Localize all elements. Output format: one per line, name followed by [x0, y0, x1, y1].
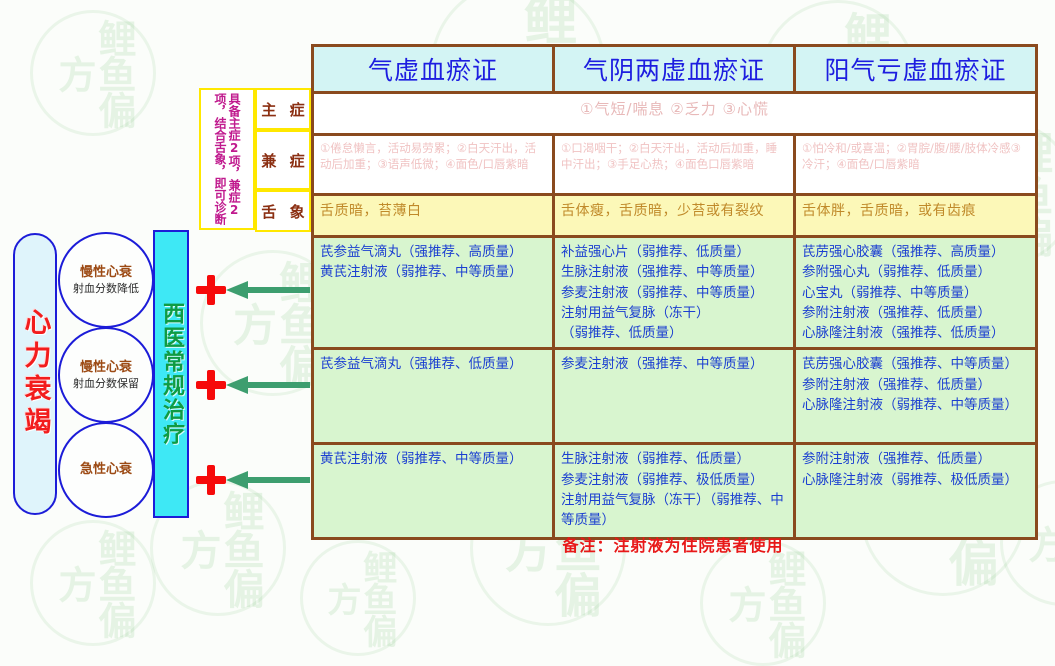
treatment-cell-r1c1: 芪参益气滴丸（强推荐、高质量） 黄芪注射液（弱推荐、中等质量）	[311, 234, 555, 351]
treatment-cell-r3c1: 黄芪注射液（弱推荐、中等质量）	[311, 442, 555, 541]
treatment-line: 注射用益气复脉（冻干）	[561, 304, 710, 321]
minor-symptom-cell-2: ①口渴咽干；②白天汗出，活动后加重，睡中汗出；③手足心热；④面色口唇紫暗	[552, 133, 796, 196]
diagnostic-criteria-note: 具备主症2项，兼症2项，结合舌象，即可诊断	[199, 88, 255, 230]
treatment-row-chronic-hf-reduced-ef: 芪参益气滴丸（强推荐、高质量） 黄芪注射液（弱推荐、中等质量） 补益强心片（弱推荐…	[311, 234, 1038, 351]
treatment-line: 心脉隆注射液（弱推荐、极低质量）	[802, 471, 1018, 488]
treatment-line: 补益强心片（弱推荐、低质量）	[561, 244, 750, 260]
treatment-line: 芪苈强心胶囊（强推荐、高质量）	[802, 244, 1005, 260]
tongue-cell-1: 舌质暗，苔薄白	[311, 193, 555, 238]
column-header-yang-qi-deficiency: 阳气亏虚血瘀证	[793, 44, 1038, 94]
row-label-minor-symptom: 兼 症	[255, 130, 311, 190]
diagnostic-criteria-text: 具备主症2项，兼症2项，结合舌象，即可诊断	[213, 93, 242, 225]
treatment-line: 心脉隆注射液（弱推荐、中等质量）	[802, 396, 1018, 413]
treatment-line: 等质量）	[561, 512, 615, 528]
node-chronic-hf-preserved-ef: 慢性心衰 射血分数保留	[58, 327, 154, 423]
plus-icon-row-1	[196, 275, 226, 305]
heart-failure-title: 心力衰竭	[19, 308, 51, 440]
treatment-line: 参麦注射液（弱推荐、极低质量）	[561, 471, 764, 488]
treatment-line: 黄芪注射液（弱推荐、中等质量）	[320, 264, 523, 281]
left-arrow-icon-row-3	[226, 471, 310, 489]
treatment-cell-r2c3: 芪苈强心胶囊（强推荐、中等质量） 参附注射液（强推荐、低质量） 心脉隆注射液（弱推荐…	[793, 347, 1038, 446]
treatment-line: 生脉注射液（强推荐、中等质量）	[561, 264, 764, 281]
treatment-cell-r1c2: 补益强心片（弱推荐、低质量） 生脉注射液（强推荐、中等质量） 参麦注射液（弱推荐、中…	[552, 234, 796, 351]
minor-symptom-cell-1: ①倦怠懒言，活动易劳累；②白天汗出，活动后加重；③语声低微；④面色/口唇紫暗	[311, 133, 555, 196]
treatment-line: 心脉隆注射液（强推荐、低质量）	[802, 325, 1005, 341]
footer-note: 备注：注射液为住院患者使用	[562, 536, 784, 555]
treatment-cell-r2c2: 参麦注射液（强推荐、中等质量）	[552, 347, 796, 446]
tongue-row: 舌质暗，苔薄白 舌体瘦，舌质暗，少苔或有裂纹 舌体胖，舌质暗，或有齿痕	[311, 193, 1038, 238]
plus-icon-row-2	[196, 370, 226, 400]
western-treatment-label: 西医常规治疗	[159, 302, 184, 446]
treatment-line: 参附强心丸（弱推荐、低质量）	[802, 264, 991, 281]
node-2-sub-label: 射血分数保留	[73, 377, 139, 391]
tongue-cell-2: 舌体瘦，舌质暗，少苔或有裂纹	[552, 193, 796, 238]
treatment-row-acute-hf: 黄芪注射液（弱推荐、中等质量） 生脉注射液（弱推荐、低质量） 参麦注射液（弱推荐、…	[311, 442, 1038, 541]
treatment-cell-r3c2: 生脉注射液（弱推荐、低质量） 参麦注射液（弱推荐、极低质量） 注射用益气复脉（冻干）…	[552, 442, 796, 541]
treatment-cell-r3c3: 参附注射液（强推荐、低质量） 心脉隆注射液（弱推荐、极低质量）	[793, 442, 1038, 541]
node-1-sub-label: 射血分数降低	[73, 282, 139, 296]
column-header-qi-deficiency: 气虚血瘀证	[311, 44, 555, 94]
node-1-main-label: 慢性心衰	[79, 264, 132, 280]
node-2-main-label: 慢性心衰	[79, 359, 132, 375]
treatment-line: 参附注射液（强推荐、低质量）	[802, 376, 991, 393]
treatment-cell-r1c3: 芪苈强心胶囊（强推荐、高质量） 参附强心丸（弱推荐、低质量） 心宝丸（弱推荐、中等质…	[793, 234, 1038, 351]
treatment-line: （弱推荐、低质量）	[561, 325, 683, 341]
main-symptom-shared-cell: ①气短/喘息 ②乏力 ③心慌	[311, 91, 1038, 136]
treatment-line: 芪苈强心胶囊（强推荐、中等质量）	[802, 356, 1018, 373]
column-header-qi-yin-deficiency: 气阴两虚血瘀证	[552, 44, 796, 94]
treatment-line: 注射用益气复脉（冻干）（弱推荐、中	[561, 491, 784, 508]
table-header-row: 气虚血瘀证 气阴两虚血瘀证 阳气亏虚血瘀证	[311, 44, 1038, 94]
row-label-main-symptom: 主 症	[255, 88, 311, 130]
main-symptom-row: ①气短/喘息 ②乏力 ③心慌	[311, 91, 1038, 136]
treatment-line: 芪参益气滴丸（强推荐、高质量）	[320, 244, 523, 260]
treatment-line: 参附注射液（强推荐、低质量）	[802, 304, 991, 321]
minor-symptom-row: ①倦怠懒言，活动易劳累；②白天汗出，活动后加重；③语声低微；④面色/口唇紫暗 ①…	[311, 133, 1038, 196]
node-acute-hf: 急性心衰	[58, 422, 154, 518]
node-chronic-hf-reduced-ef: 慢性心衰 射血分数降低	[58, 232, 154, 328]
treatment-line: 心宝丸（弱推荐、中等质量）	[802, 284, 978, 301]
left-arrow-icon-row-1	[226, 281, 310, 299]
heart-failure-flow-diagram: 心力衰竭 慢性心衰 射血分数降低 慢性心衰 射血分数保留 急性心衰 西医常规治疗	[0, 225, 310, 525]
syndrome-treatment-table: 气虚血瘀证 气阴两虚血瘀证 阳气亏虚血瘀证 ①气短/喘息 ②乏力 ③心慌 ①倦怠…	[311, 44, 1038, 541]
treatment-line: 芪参益气滴丸（强推荐、低质量）	[320, 356, 523, 373]
treatment-line: 参麦注射液（强推荐、中等质量）	[561, 356, 764, 373]
treatment-line: 参附注射液（强推荐、低质量）	[802, 451, 991, 468]
minor-symptom-cell-3: ①怕冷和/或喜温；②胃脘/腹/腰/肢体冷感③冷汗；④面色/口唇紫暗	[793, 133, 1038, 196]
node-3-main-label: 急性心衰	[79, 462, 132, 478]
treatment-line: 黄芪注射液（弱推荐、中等质量）	[320, 451, 523, 468]
treatment-row-chronic-hf-preserved-ef: 芪参益气滴丸（强推荐、低质量） 参麦注射液（强推荐、中等质量） 芪苈强心胶囊（强…	[311, 347, 1038, 446]
treatment-cell-r2c1: 芪参益气滴丸（强推荐、低质量）	[311, 347, 555, 446]
left-arrow-icon-row-2	[226, 376, 310, 394]
heart-failure-title-pill: 心力衰竭	[13, 233, 57, 515]
treatment-line: 生脉注射液（弱推荐、低质量）	[561, 451, 750, 468]
tongue-cell-3: 舌体胖，舌质暗，或有齿痕	[793, 193, 1038, 238]
plus-icon-row-3	[196, 465, 226, 495]
western-conventional-treatment-box: 西医常规治疗	[153, 230, 189, 518]
row-label-tongue: 舌 象	[255, 190, 311, 232]
treatment-line: 参麦注射液（弱推荐、中等质量）	[561, 284, 764, 301]
